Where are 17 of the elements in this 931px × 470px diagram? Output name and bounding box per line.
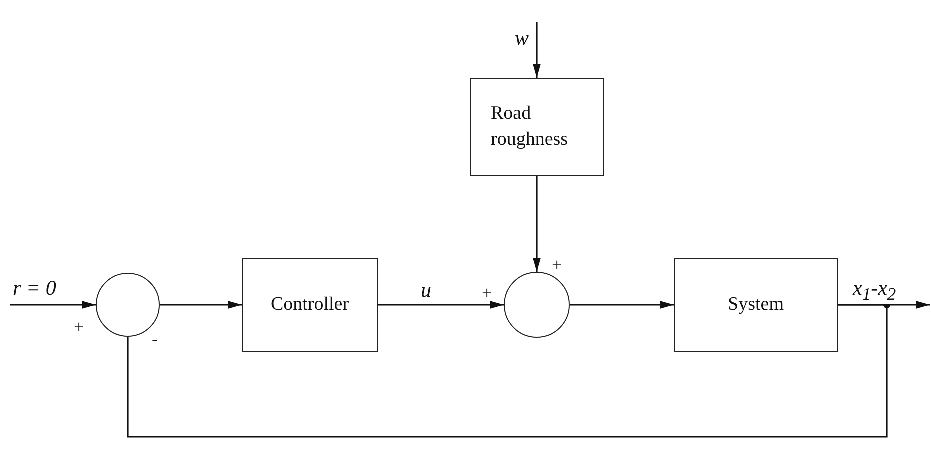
- block-box: [242, 258, 378, 352]
- arrow: [378, 301, 504, 309]
- arrow: [160, 301, 242, 309]
- sign-label: +: [482, 284, 492, 302]
- arrow: [533, 22, 541, 78]
- arrow: [533, 176, 541, 272]
- block-label: Road roughness: [491, 102, 570, 152]
- sign-label: -: [152, 330, 158, 348]
- feedback-line: [127, 304, 888, 438]
- block-box: [470, 78, 604, 176]
- block-label: Controller: [270, 293, 350, 318]
- block-label: System: [728, 293, 784, 318]
- sign-label: +: [74, 318, 84, 336]
- arrow: [570, 301, 674, 309]
- arrow: [10, 301, 96, 309]
- sign-label: +: [552, 256, 562, 274]
- block-box: [674, 258, 838, 352]
